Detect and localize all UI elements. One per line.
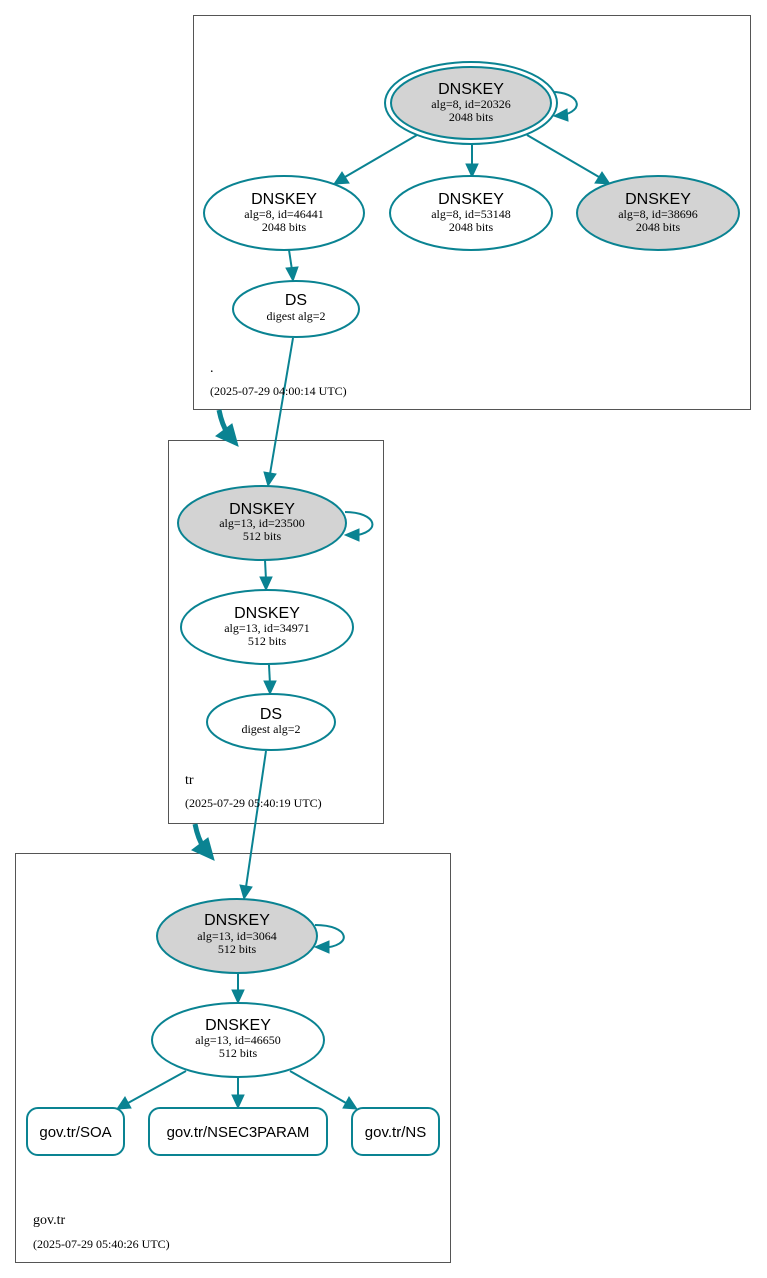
edge-gov-zsk-to-ns [289,1070,358,1110]
edge-root-ds-to-tr-ksk [263,337,294,488]
node-title: DNSKEY [251,191,317,208]
node-title: DNSKEY [204,912,270,929]
node-alg-id: alg=13, id=3064 [197,929,277,943]
node-key-size: 2048 bits [636,220,681,234]
zone-name-govtr: gov.tr [33,1213,65,1228]
edge-tr-zsk-to-ds [263,664,277,696]
rrset-node-soa[interactable]: gov.tr/SOA [26,1107,125,1156]
zone-timestamp-root: (2025-07-29 04:00:14 UTC) [210,384,347,398]
rrset-label-nsec3param: gov.tr/NSEC3PARAM [167,1124,310,1141]
node-key-size: 2048 bits [262,220,307,234]
edge-tr-ds-to-gov-ksk [239,750,267,901]
edge-root-ksk-to-zsk3 [526,134,611,185]
node-key-size: 512 bits [219,1046,258,1060]
rrset-node-nsec3param[interactable]: gov.tr/NSEC3PARAM [148,1107,328,1156]
node-alg-id: alg=13, id=23500 [219,516,305,530]
node-title: DS [285,292,307,309]
node-alg-id: alg=8, id=38696 [618,207,698,221]
dnskey-node-root-zsk-46441[interactable]: DNSKEY alg=8, id=46441 2048 bits [203,175,365,251]
node-title: DNSKEY [229,501,295,518]
delegation-tr-to-govtr [191,823,215,861]
rrset-node-ns[interactable]: gov.tr/NS [351,1107,440,1156]
node-alg-id: alg=8, id=46441 [244,207,324,221]
node-title: DS [260,706,282,723]
dnskey-node-gov-ksk[interactable]: DNSKEY alg=13, id=3064 512 bits [156,898,318,974]
ds-node-root[interactable]: DS digest alg=2 [232,280,360,338]
edge-root-zsk1-to-ds [285,249,299,283]
edge-gov-ksk-to-zsk [231,973,245,1005]
node-alg-id: alg=8, id=53148 [431,207,511,221]
edge-root-ksk-to-zsk2 [465,145,479,179]
edge-root-ksk-self [551,91,578,122]
node-alg-id: alg=13, id=46650 [195,1033,281,1047]
edge-root-ksk-to-zsk1 [333,134,418,185]
dnskey-node-gov-zsk[interactable]: DNSKEY alg=13, id=46650 512 bits [151,1002,325,1078]
ds-node-tr[interactable]: DS digest alg=2 [206,693,336,751]
zone-name-tr: tr [185,773,194,788]
edge-tr-ksk-to-zsk [259,559,273,592]
node-key-size: 2048 bits [449,110,494,124]
node-alg-id: alg=8, id=20326 [431,97,511,111]
zone-name-root: . [210,361,214,376]
node-title: DNSKEY [438,191,504,208]
edge-tr-ksk-self [343,511,374,542]
node-key-size: 512 bits [243,529,282,543]
node-key-size: 512 bits [218,942,257,956]
node-key-size: 2048 bits [449,220,494,234]
node-title: DNSKEY [438,81,504,98]
zone-timestamp-govtr: (2025-07-29 05:40:26 UTC) [33,1237,170,1251]
edge-gov-ksk-self [313,924,345,954]
rrset-label-ns: gov.tr/NS [365,1124,426,1141]
node-title: DNSKEY [234,605,300,622]
node-key-size: 512 bits [248,634,287,648]
delegation-root-to-tr [215,409,239,447]
edge-gov-zsk-to-nsec3param [231,1078,245,1110]
dnskey-node-root-ksk[interactable]: DNSKEY alg=8, id=20326 2048 bits [384,61,558,145]
node-digest-alg: digest alg=2 [241,722,300,736]
node-digest-alg: digest alg=2 [266,309,325,323]
node-title: DNSKEY [625,191,691,208]
node-title: DNSKEY [205,1017,271,1034]
zone-timestamp-tr: (2025-07-29 05:40:19 UTC) [185,796,322,810]
dnskey-node-tr-zsk[interactable]: DNSKEY alg=13, id=34971 512 bits [180,589,354,665]
dnskey-node-root-zsk-53148[interactable]: DNSKEY alg=8, id=53148 2048 bits [389,175,553,251]
dnskey-node-root-zsk-38696[interactable]: DNSKEY alg=8, id=38696 2048 bits [576,175,740,251]
node-alg-id: alg=13, id=34971 [224,621,310,635]
dnskey-node-tr-ksk[interactable]: DNSKEY alg=13, id=23500 512 bits [177,485,347,561]
rrset-label-soa: gov.tr/SOA [39,1124,111,1141]
edge-gov-zsk-to-soa [116,1070,187,1110]
